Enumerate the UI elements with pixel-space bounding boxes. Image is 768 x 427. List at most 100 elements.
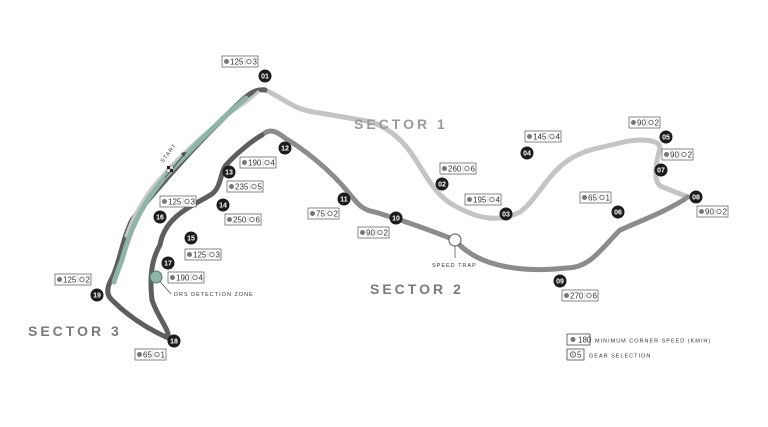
turn-number: 08	[692, 194, 700, 201]
speed-trap-marker: SPEED TRAP	[432, 233, 476, 269]
speed-dot-icon	[360, 230, 365, 235]
turn-gear: 4	[556, 133, 561, 142]
turn-min-speed: 125	[230, 58, 244, 67]
turn-min-speed: 90	[366, 229, 375, 238]
gear-icon	[569, 351, 577, 358]
turn-gear: 1	[161, 351, 166, 360]
turn-min-speed: 190	[176, 274, 190, 283]
turn-number: 12	[281, 145, 289, 152]
turn-number-badge	[659, 130, 673, 144]
turn-number-badge	[222, 165, 236, 179]
turn-min-speed: 125	[193, 251, 207, 260]
legend-gear-text: GEAR SELECTION	[589, 354, 651, 360]
turn-gear: 2	[655, 119, 660, 128]
turn-number: 10	[392, 215, 400, 222]
turn-min-speed: 145	[533, 133, 547, 142]
speed-dot-icon	[564, 293, 569, 298]
turn-gear: 6	[593, 292, 598, 301]
speed-dot-icon	[570, 337, 576, 342]
turn-info-chip: 125 2	[54, 273, 92, 286]
speed-dot-icon	[224, 59, 229, 64]
gear-icon	[192, 274, 198, 281]
turn-number: 03	[502, 211, 510, 218]
turn-10: 10 90 2	[357, 211, 403, 239]
speed-dot-icon	[162, 199, 167, 204]
turn-number-badge	[258, 69, 272, 83]
gear-icon	[716, 208, 722, 215]
turn-gear: 3	[253, 58, 258, 67]
turn-gear: 2	[384, 229, 389, 238]
turn-min-speed: 270	[570, 292, 584, 301]
gear-icon	[681, 151, 687, 158]
speed-dot-icon	[229, 184, 234, 189]
turn-number: 17	[164, 260, 172, 267]
turn-min-speed: 250	[233, 216, 247, 225]
turn-number: 19	[93, 292, 101, 299]
turn-info-chip: 250 6	[224, 213, 262, 226]
turn-min-speed: 65	[588, 194, 597, 203]
turn-number: 01	[261, 73, 269, 80]
legend-speed-text: MINIMUM CORNER SPEED (KM/H)	[595, 339, 711, 345]
speed-dot-icon	[631, 120, 636, 125]
gear-icon	[464, 165, 470, 172]
sector-1-label: SECTOR 1	[354, 116, 448, 132]
track-sector-2	[259, 128, 691, 273]
turn-number: 14	[219, 202, 227, 209]
turn-number-badge	[520, 146, 534, 160]
turn-number-badge	[654, 163, 668, 177]
turn-gear: 6	[256, 216, 261, 225]
track-sector-1	[262, 87, 691, 221]
legend-gear-value: 5	[577, 351, 582, 360]
turn-min-speed: 125	[63, 276, 77, 285]
turn-number-badge	[161, 256, 175, 270]
turn-number-badge	[689, 190, 703, 204]
turn-number-badge	[611, 205, 625, 219]
gear-icon	[154, 351, 160, 358]
turn-gear: 4	[199, 274, 204, 283]
turn-number-badge	[90, 288, 104, 302]
turn-number-badge	[499, 207, 513, 221]
drs-zone	[111, 95, 249, 285]
turn-number-badge	[184, 231, 198, 245]
turn-info-chip: 90 2	[628, 116, 661, 129]
turn-gear: 1	[606, 194, 611, 203]
turn-number: 13	[225, 169, 233, 176]
turn-gear: 2	[86, 276, 91, 285]
turn-min-speed: 90	[705, 208, 714, 217]
gear-icon	[377, 229, 383, 236]
turn-min-speed: 190	[248, 159, 262, 168]
turn-gear: 4	[496, 196, 501, 205]
turn-min-speed: 65	[143, 351, 152, 360]
gear-icon	[79, 276, 85, 283]
sector-3-label: SECTOR 3	[28, 323, 122, 339]
turn-info-chip: 65 1	[134, 348, 167, 361]
turn-info-chip: 65 1	[579, 191, 612, 204]
turn-number: 09	[556, 278, 564, 285]
turn-09: 09 270 6	[553, 274, 599, 302]
turn-info-chip: 90 2	[357, 226, 390, 239]
speed-dot-icon	[699, 209, 704, 214]
turn-min-speed: 75	[316, 210, 325, 219]
turn-min-speed: 90	[637, 119, 646, 128]
turn-min-speed: 125	[168, 198, 182, 207]
gear-icon	[489, 196, 495, 203]
turn-number: 11	[340, 196, 348, 203]
sector-2-label: SECTOR 2	[370, 281, 464, 297]
